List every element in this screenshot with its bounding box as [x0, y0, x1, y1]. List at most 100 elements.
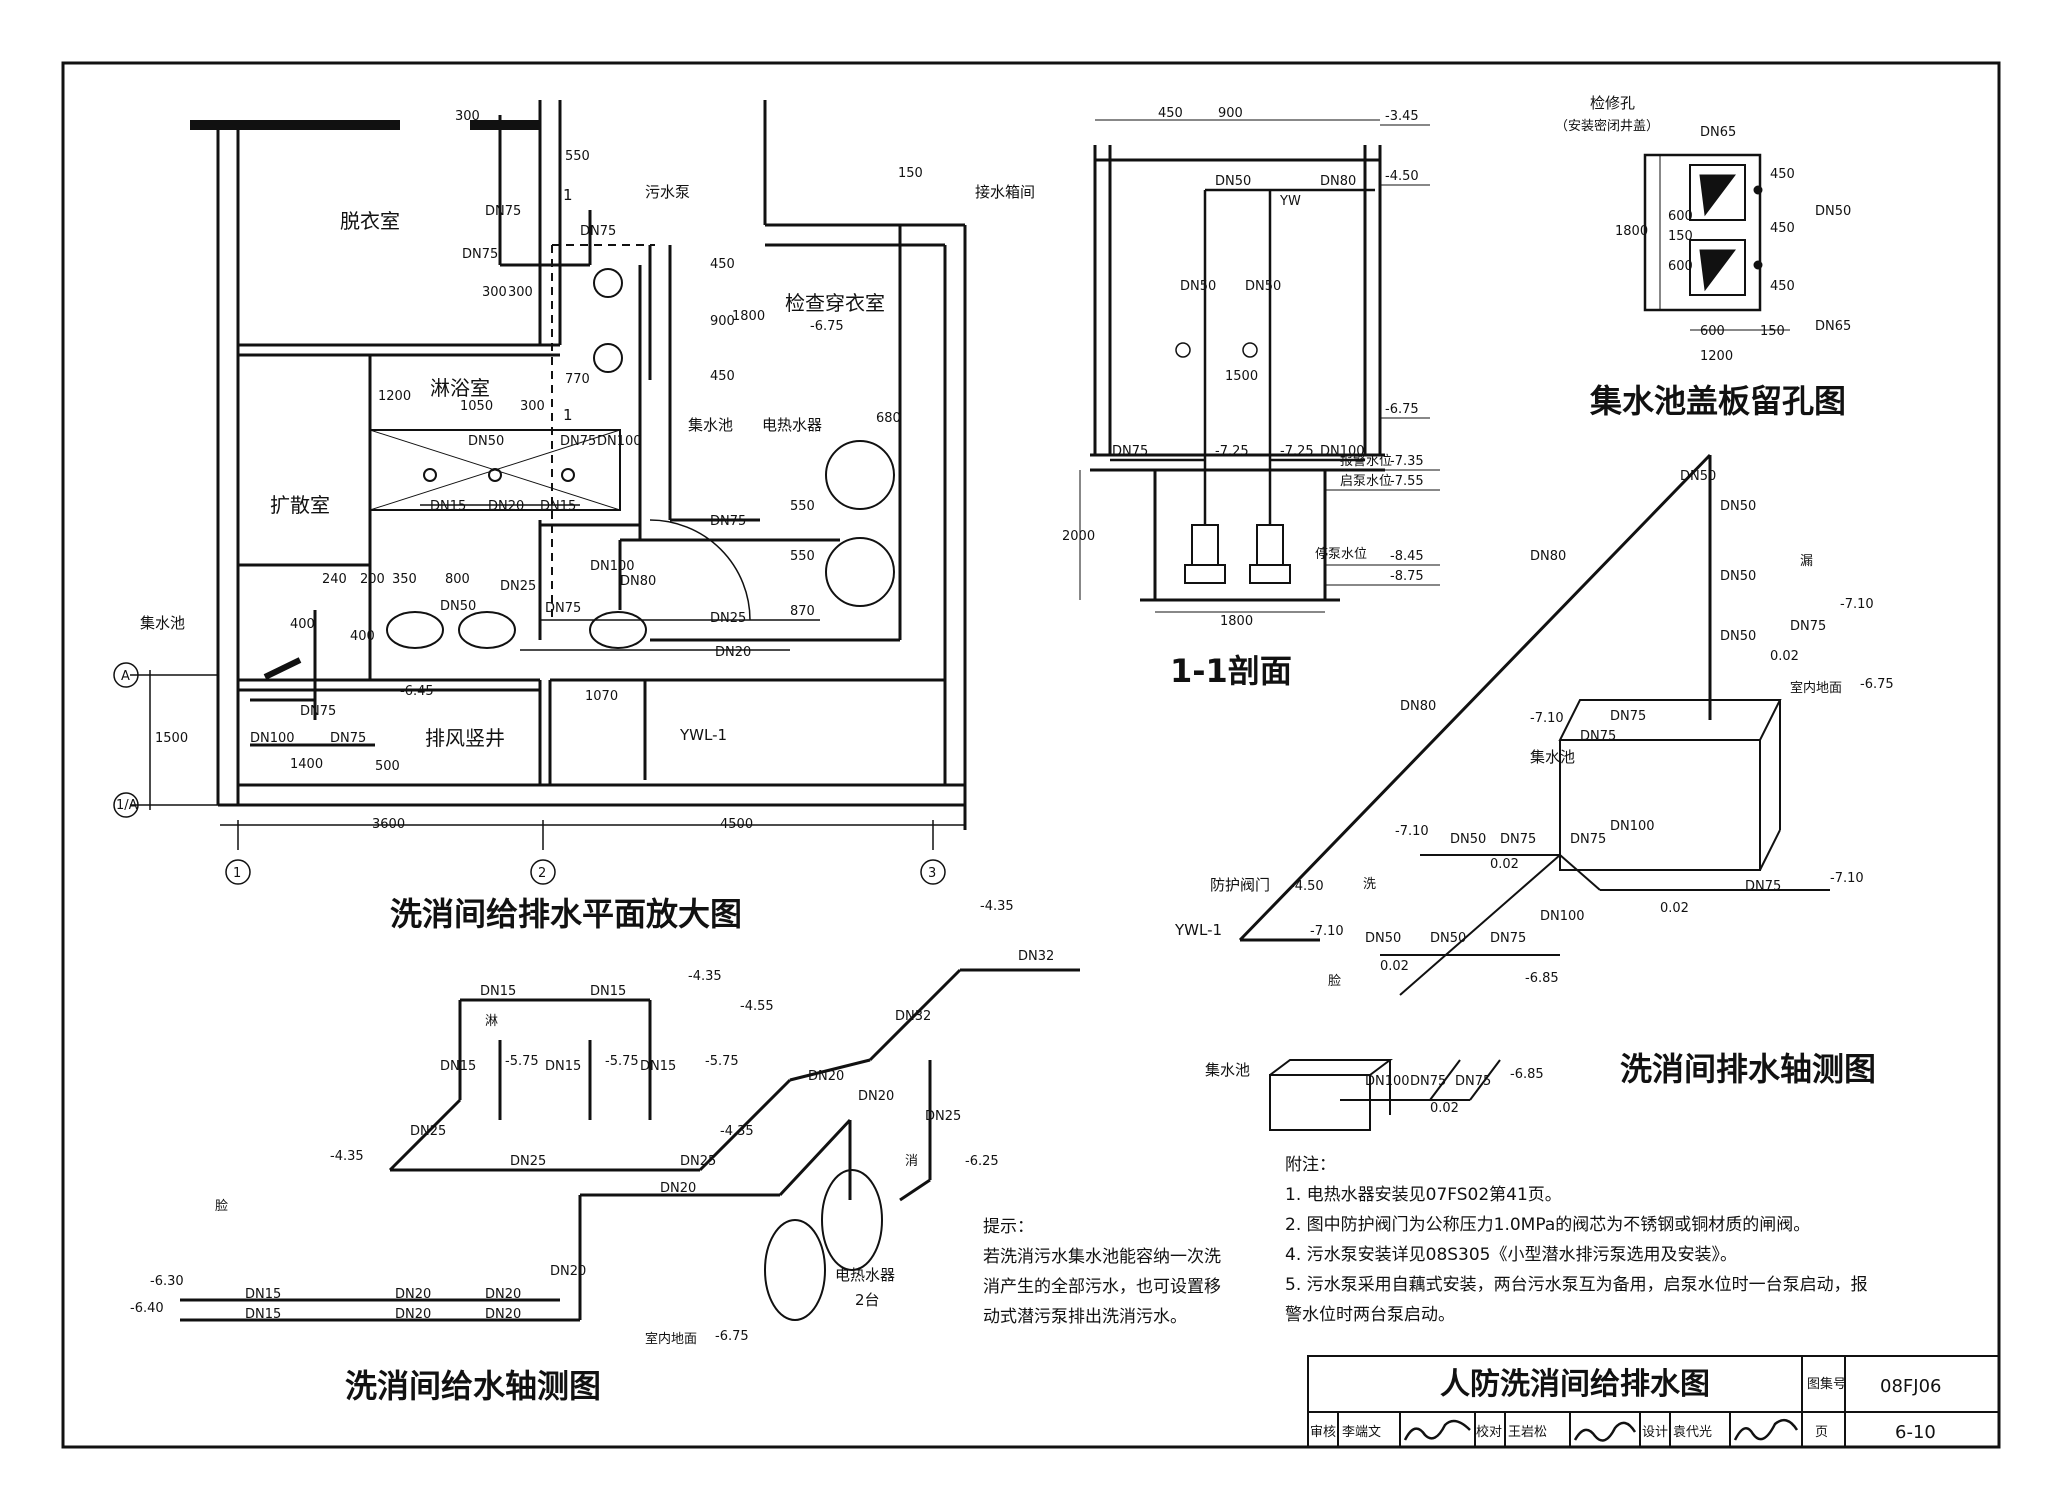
supply-pipe-21: DN20: [858, 1089, 894, 1104]
title-section: 1-1剖面: [1170, 652, 1292, 690]
cover-dim-150: 150: [1668, 229, 1693, 244]
sec-dim-2000: 2000: [1062, 529, 1095, 544]
dim-1070: 1070: [585, 689, 618, 704]
drain-level-4: -7.10: [1395, 824, 1429, 839]
supply-level-4: -5.75: [605, 1054, 639, 1069]
drain-level-6: -7.10: [1310, 924, 1344, 939]
drain-pipe-16: DN75: [1490, 931, 1526, 946]
drain-pipe-6: DN50: [1720, 629, 1756, 644]
dim-200: 200: [360, 572, 385, 587]
axis-3: 3: [928, 866, 936, 881]
cover-texts: 检修孔 （安装密闭井盖） DN65 DN50 DN65 600 150 600 …: [1555, 94, 1851, 420]
sec-pipe-dn75: DN75: [1112, 444, 1148, 459]
room-undress: 脱衣室: [340, 209, 400, 233]
drain-icon-leak: 漏: [1800, 553, 1813, 569]
drain-pipe-15: DN50: [1430, 931, 1466, 946]
dim-450b: 450: [710, 369, 735, 384]
level-inspect: -6.75: [810, 319, 844, 334]
title-block-frame: [1307, 1355, 2000, 1448]
drain-icon-sink: 脸: [1328, 974, 1341, 989]
hint-title: 提示：: [983, 1217, 1034, 1237]
cover-dim-450c: 450: [1770, 279, 1795, 294]
dim-770: 770: [565, 372, 590, 387]
supply-label-heater-qty: 2台: [855, 1291, 880, 1309]
tb-review: 审核: [1310, 1425, 1336, 1440]
pipe-dn20a: DN20: [488, 499, 524, 514]
supply-level-8: -6.30: [150, 1274, 184, 1289]
supply-pipe-18: DN32: [895, 1009, 931, 1024]
supply-pipe-12: DN15: [245, 1307, 281, 1322]
sec-level-7: -7.55: [1390, 474, 1424, 489]
supply-pipe-17: DN32: [1018, 949, 1054, 964]
drain-pipe-21: DN75: [1455, 1074, 1491, 1089]
cover-dim-150b: 150: [1760, 324, 1785, 339]
axis-1: 1: [233, 866, 241, 881]
supply-pipe-15: DN20: [485, 1287, 521, 1302]
pipe-dn75h: DN75: [330, 731, 366, 746]
cover-view: [1643, 153, 1790, 331]
supply-label-heater: 电热水器: [835, 1266, 895, 1284]
supply-pipe-4: DN15: [545, 1059, 581, 1074]
cover-dim-1800: 1800: [1615, 224, 1648, 239]
hint-line-3: 动式潜污泵排出洗消污水。: [983, 1307, 1187, 1327]
signatures: [1403, 1418, 1799, 1442]
supply-level-11: -6.75: [715, 1329, 749, 1344]
pipe-dn15b: DN15: [540, 499, 576, 514]
supply-icon-sink: 脸: [215, 1199, 228, 1214]
drain-pipe-17: DN100: [1540, 909, 1585, 924]
drain-label-sump2: 集水池: [1205, 1061, 1250, 1079]
sec-pipe-dn100: DN100: [1320, 444, 1365, 459]
section-marker-1b: 1: [563, 406, 573, 424]
drain-level-5: -4.50: [1290, 879, 1324, 894]
level-exhaust: -6.45: [400, 684, 434, 699]
pipe-dn75d: DN75: [560, 434, 596, 449]
title-block-texts: 人防洗消间给排水图 图集号 08FJ06 审核 李端文 校对 王岩松 设计 袁代…: [1310, 1367, 1941, 1443]
pipe-dn100c: DN100: [250, 731, 295, 746]
cover-dim-600c: 600: [1700, 324, 1725, 339]
sec-level-3: -6.75: [1385, 402, 1419, 417]
sec-level-8: -8.45: [1390, 549, 1424, 564]
drain-pipe-10: DN50: [1450, 832, 1486, 847]
drain-level-2: -7.10: [1530, 711, 1564, 726]
drain-pipe-13: DN100: [1610, 819, 1655, 834]
supply-pipe-5: DN15: [640, 1059, 676, 1074]
tb-designer: 袁代光: [1673, 1425, 1712, 1440]
supply-pipe-16: DN20: [485, 1307, 521, 1322]
dim-550: 550: [565, 149, 590, 164]
supply-pipe-7: DN25: [510, 1154, 546, 1169]
supply-pipe-1: DN15: [480, 984, 516, 999]
pipe-dn50b: DN50: [440, 599, 476, 614]
notes-title: 附注：: [1285, 1155, 1336, 1175]
drain-label-indoor: 室内地面: [1790, 680, 1842, 696]
drain-level-3: -6.75: [1860, 677, 1894, 692]
tb-page-no: 6-10: [1895, 1422, 1936, 1443]
drain-pipe-2: DN80: [1400, 699, 1436, 714]
tb-check: 校对: [1476, 1424, 1502, 1440]
title-cover: 集水池盖板留孔图: [1589, 382, 1846, 420]
label-heater: 电热水器: [762, 416, 822, 434]
supply-level-9: -6.40: [130, 1301, 164, 1316]
dim-400a: 400: [290, 617, 315, 632]
sec-pipe-dn50c: DN50: [1245, 279, 1281, 294]
tb-page-label: 页: [1815, 1425, 1828, 1440]
title-plan: 洗消间给排水平面放大图: [390, 895, 742, 933]
room-diffuse: 扩散室: [270, 493, 330, 517]
section-texts: 450 900 1500 2000 1800 -3.45 -4.50 -6.75…: [1062, 106, 1424, 690]
supply-pipe-20: DN20: [808, 1069, 844, 1084]
sec-dim-1500: 1500: [1225, 369, 1258, 384]
cover-hole-note: （安装密闭井盖）: [1555, 118, 1659, 134]
drain-label-valve: 防护阀门: [1210, 876, 1270, 894]
pipe-dn100a: DN100: [597, 434, 642, 449]
sec-level-4: -7.25: [1215, 444, 1249, 459]
sec-level-9: -8.75: [1390, 569, 1424, 584]
dim-350: 350: [392, 572, 417, 587]
section-view: [1079, 119, 1440, 613]
note-item-2: 2. 图中防护阀门为公称压力1.0MPa的阀芯为不锈钢或铜材质的闸阀。: [1285, 1215, 1811, 1235]
room-shower: 淋浴室: [430, 376, 490, 400]
drain-pipe-14: DN50: [1365, 931, 1401, 946]
dim-300d: 300: [520, 399, 545, 414]
sec-dim-1800: 1800: [1220, 614, 1253, 629]
sec-note-stop: 停泵水位: [1315, 546, 1367, 562]
drain-pipe-5: DN50: [1720, 569, 1756, 584]
